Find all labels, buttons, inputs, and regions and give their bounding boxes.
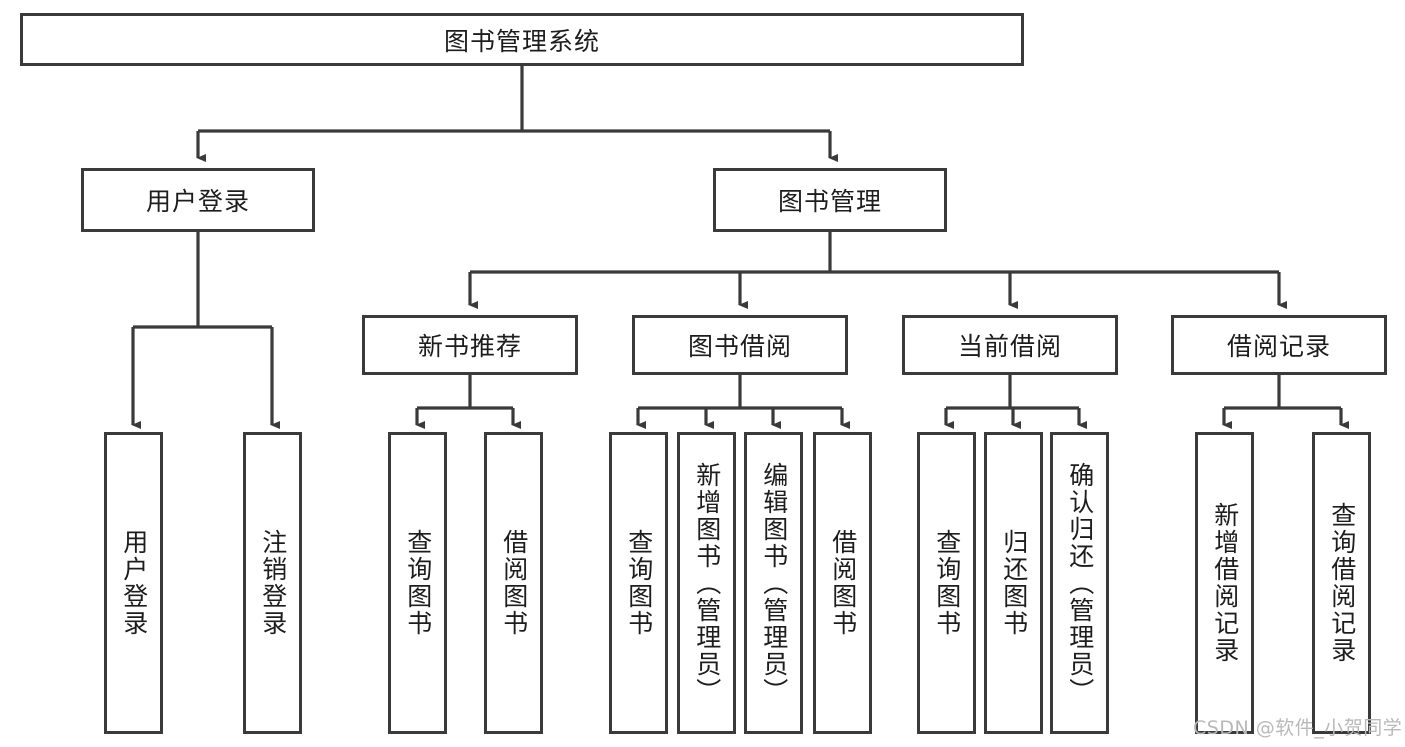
node-user-login[interactable]: 用户登录 xyxy=(81,168,315,232)
leaf-add-borrow-record[interactable]: 新增借阅记录 xyxy=(1195,432,1254,734)
leaf-user-login[interactable]: 用户登录 xyxy=(104,432,163,734)
watermark-text: CSDN @软件_小贺同学 xyxy=(1193,717,1403,739)
node-book-borrow[interactable]: 图书借阅 xyxy=(632,315,848,375)
leaf-query-books-current[interactable]: 查询图书 xyxy=(917,432,976,734)
leaf-borrow-books[interactable]: 借阅图书 xyxy=(813,432,872,734)
leaf-add-book-admin[interactable]: 新增图书（管理员） xyxy=(677,432,736,734)
leaf-edit-book-admin[interactable]: 编辑图书（管理员） xyxy=(744,432,803,734)
leaf-borrow-books-recommend[interactable]: 借阅图书 xyxy=(484,432,543,734)
leaf-confirm-return-admin[interactable]: 确认归还（管理员） xyxy=(1050,432,1109,734)
leaf-query-books-recommend[interactable]: 查询图书 xyxy=(388,432,447,734)
leaf-query-books-borrow[interactable]: 查询图书 xyxy=(609,432,668,734)
leaf-logout[interactable]: 注销登录 xyxy=(243,432,302,734)
node-borrow-record[interactable]: 借阅记录 xyxy=(1171,315,1387,375)
leaf-return-books[interactable]: 归还图书 xyxy=(984,432,1043,734)
node-current-borrow[interactable]: 当前借阅 xyxy=(902,315,1118,375)
node-new-book-recommend[interactable]: 新书推荐 xyxy=(362,315,578,375)
node-book-management[interactable]: 图书管理 xyxy=(713,168,947,232)
leaf-query-borrow-record[interactable]: 查询借阅记录 xyxy=(1312,432,1371,734)
node-root[interactable]: 图书管理系统 xyxy=(20,13,1024,66)
